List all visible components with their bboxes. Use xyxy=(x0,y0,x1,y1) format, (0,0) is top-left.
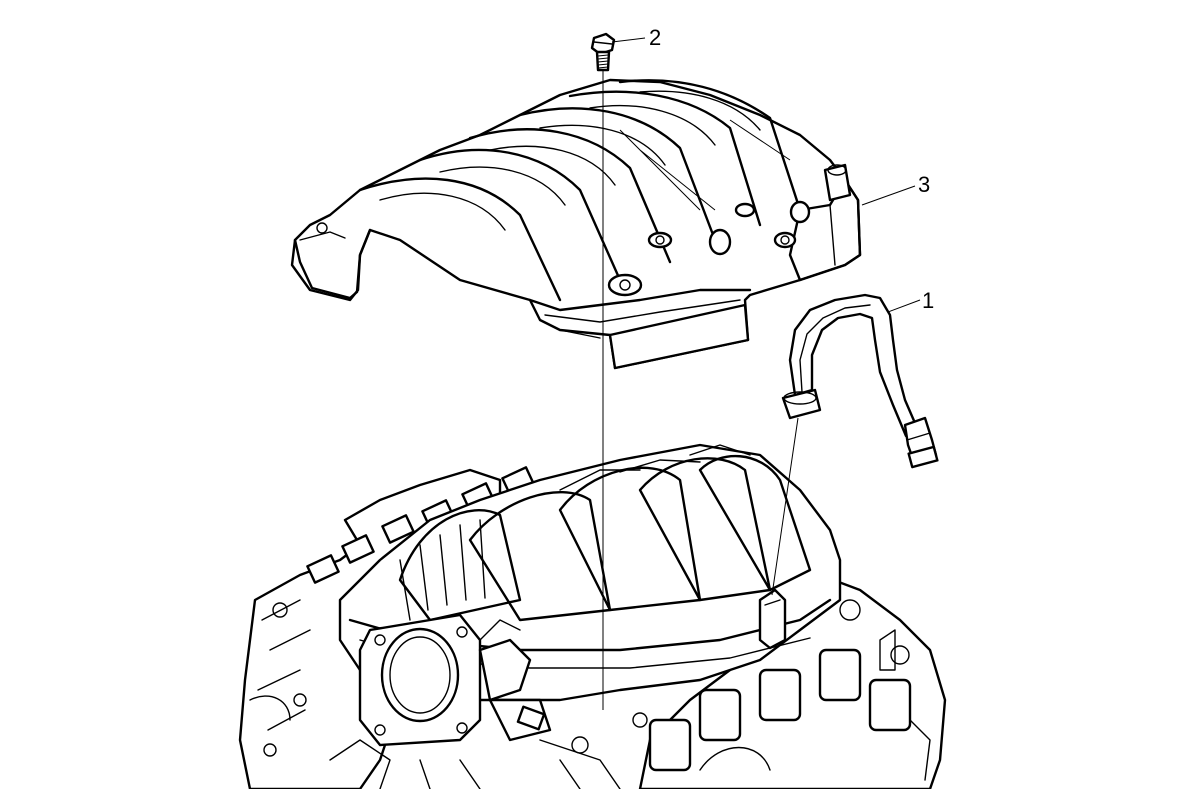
engine-assembly xyxy=(238,443,947,789)
callout-2: 2 xyxy=(649,25,661,50)
ignition-coils-right xyxy=(648,592,931,781)
intake-manifold-cover xyxy=(290,78,862,370)
assembly-lines xyxy=(602,37,921,710)
callout-1: 1 xyxy=(922,288,934,313)
bolt xyxy=(590,32,616,72)
cover-bosses xyxy=(607,200,811,297)
pcv-port xyxy=(758,588,787,650)
callout-labels: 2 3 1 xyxy=(649,25,934,313)
throttle-body xyxy=(358,613,552,747)
callout-3: 3 xyxy=(918,172,930,197)
pcv-hose xyxy=(781,293,939,469)
